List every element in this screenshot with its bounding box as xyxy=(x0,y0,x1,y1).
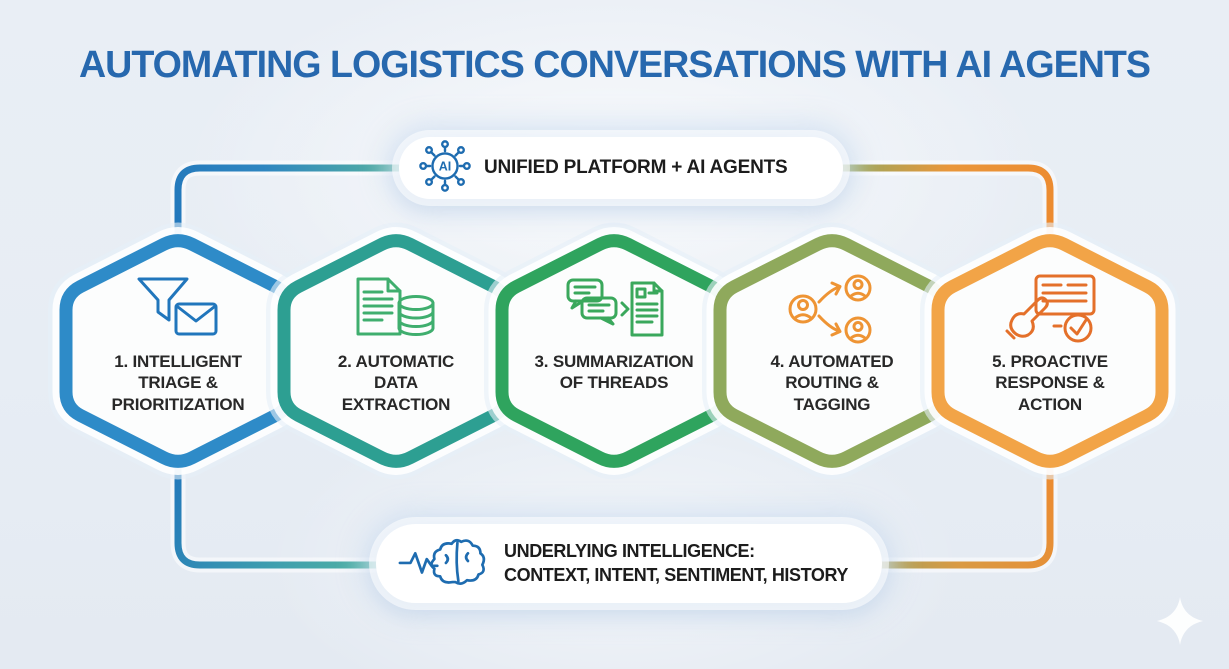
underlying-intelligence-line2: CONTEXT, INTENT, SENTIMENT, HISTORY xyxy=(504,564,849,585)
step-2-content: 2. AUTOMATIC DATA EXTRACTION xyxy=(296,272,496,415)
step-4-label: 4. AUTOMATED ROUTING & TAGGING xyxy=(770,352,894,414)
step-1-content: 1. INTELLIGENT TRIAGE & PRIORITIZATION xyxy=(78,272,278,415)
connector-bottom-right xyxy=(851,452,1054,569)
brain-wave-icon xyxy=(398,533,490,594)
page-title: AUTOMATING LOGISTICS CONVERSATIONS WITH … xyxy=(78,44,1151,86)
routing-people-icon xyxy=(732,272,932,346)
step-3-label: 3. SUMMARIZATION OF THREADS xyxy=(534,352,694,393)
unified-platform-pill: AI UNIFIED PLATFORM + AI AGENTS xyxy=(399,137,843,199)
underlying-intelligence-text: UNDERLYING INTELLIGENCE: CONTEXT, INTENT… xyxy=(504,540,848,587)
sparkle-watermark-icon xyxy=(1157,597,1203,652)
connector-top-right xyxy=(814,164,1054,248)
document-database-icon xyxy=(296,272,496,346)
step-3-content: 3. SUMMARIZATION OF THREADS xyxy=(514,272,714,394)
ai-network-icon: AI xyxy=(419,139,471,197)
unified-platform-label: UNIFIED PLATFORM + AI AGENTS xyxy=(484,157,788,178)
connector-bottom-left xyxy=(174,452,384,569)
step-5-content: 5. PROACTIVE RESPONSE & ACTION xyxy=(950,272,1150,415)
hand-checklist-icon xyxy=(950,272,1150,346)
svg-text:AI: AI xyxy=(439,159,452,173)
underlying-intelligence-line1: UNDERLYING INTELLIGENCE: xyxy=(504,541,755,562)
connector-top-left xyxy=(174,164,408,248)
step-5-label: 5. PROACTIVE RESPONSE & ACTION xyxy=(992,352,1108,414)
underlying-intelligence-pill: UNDERLYING INTELLIGENCE: CONTEXT, INTENT… xyxy=(376,524,882,603)
step-1-label: 1. INTELLIGENT TRIAGE & PRIORITIZATION xyxy=(111,352,245,414)
step-2-label: 2. AUTOMATIC DATA EXTRACTION xyxy=(337,352,455,414)
step-4-content: 4. AUTOMATED ROUTING & TAGGING xyxy=(732,272,932,415)
chat-summary-document-icon xyxy=(514,272,714,346)
funnel-envelope-icon xyxy=(78,272,278,346)
